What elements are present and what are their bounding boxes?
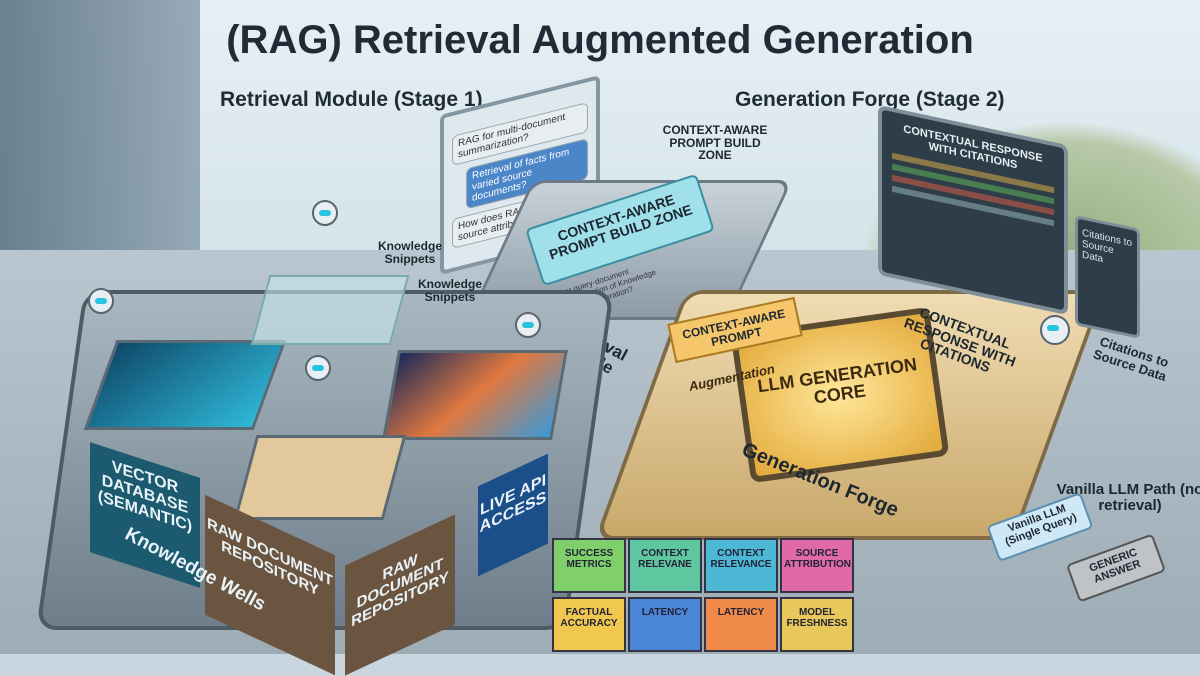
- metric-label: LATENCY: [717, 607, 765, 618]
- metric-label: MODEL FRESHNESS: [786, 607, 848, 629]
- robot-drone-icon: [88, 288, 114, 314]
- stage-2-title: Generation Forge (Stage 2): [735, 88, 1005, 111]
- vector-well: [83, 340, 287, 430]
- metric-bar: LATENCY: [704, 597, 778, 652]
- metric-bar: LATENCY: [628, 597, 702, 652]
- metric-label: FACTUAL ACCURACY: [560, 607, 618, 629]
- snippet-well: [250, 275, 410, 345]
- metric-label: SOURCE ATTRIBUTION: [784, 548, 852, 570]
- metric-bar: SOURCE ATTRIBUTION: [780, 538, 854, 593]
- llm-core-label: LLM GENERATION CORE: [756, 354, 919, 408]
- metric-bar: CONTEXT RELEVANE: [628, 538, 702, 593]
- live-api-label: LIVE API ACCESS: [479, 471, 547, 537]
- robot-drone-icon: [305, 355, 331, 381]
- metric-bar: CONTEXT RELEVANCE: [704, 538, 778, 593]
- metric-label: CONTEXT RELEVANCE: [710, 548, 772, 570]
- metric-bar: MODEL FRESHNESS: [780, 597, 854, 652]
- prompt-zone-callout: CONTEXT-AWARE PROMPT BUILD ZONE: [662, 123, 768, 163]
- metric-label: LATENCY: [641, 607, 689, 618]
- document-well: [233, 435, 407, 520]
- knowledge-snippets-label: Knowledge Snippets: [417, 277, 482, 304]
- page-title: (RAG) Retrieval Augmented Generation: [226, 18, 974, 62]
- metric-label: SUCCESS METRICS: [564, 548, 614, 570]
- robot-assistant-icon: [1040, 315, 1070, 345]
- live-api-well: [382, 350, 568, 440]
- knowledge-snippets-label: Knowledge Snippets: [377, 239, 442, 266]
- raw-repo-label: RAW DOCUMENT REPOSITORY: [351, 550, 449, 631]
- stage-1-title: Retrieval Module (Stage 1): [220, 88, 483, 111]
- citations-panel: Citations to Source Data: [1075, 215, 1140, 339]
- robot-drone-icon: [312, 200, 338, 226]
- vanilla-path-title: Vanilla LLM Path (no retrieval): [1056, 481, 1200, 514]
- metric-bar: SUCCESS METRICS: [552, 538, 626, 593]
- metric-bar: FACTUAL ACCURACY: [552, 597, 626, 652]
- citations-panel-title: Citations to Source Data: [1082, 227, 1133, 266]
- metric-label: CONTEXT RELEVANE: [638, 548, 692, 570]
- robot-drone-icon: [515, 312, 541, 338]
